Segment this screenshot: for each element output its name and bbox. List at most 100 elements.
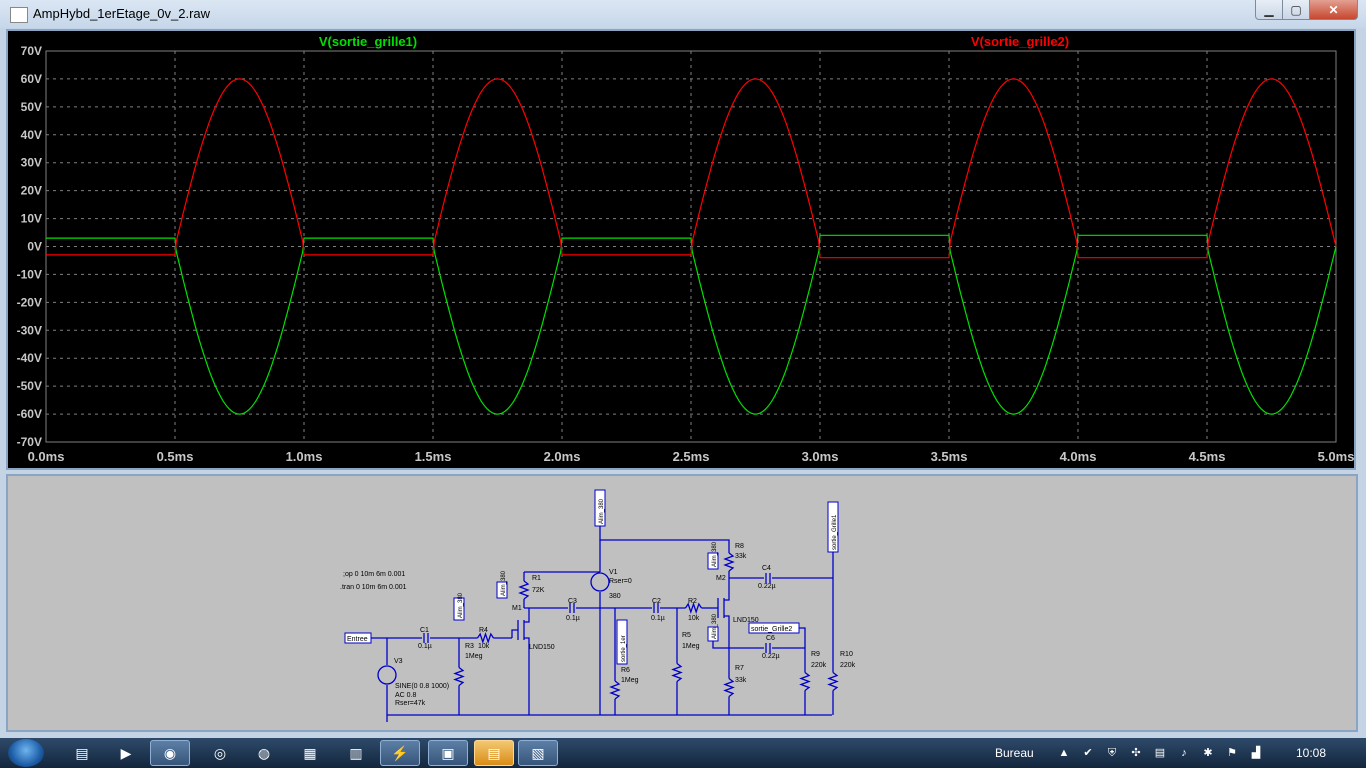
net-flag-sortie-1er [616, 619, 628, 665]
chevron-up-icon[interactable]: ▲ [1058, 747, 1070, 759]
label-c4: C4 [762, 565, 771, 572]
wire [724, 578, 730, 601]
network-taskbar-icon[interactable]: ◎ [213, 744, 227, 761]
check-icon[interactable]: ✔ [1083, 747, 1093, 759]
x-tick-label: 5.0ms [1318, 449, 1354, 464]
label-c2v: 0.1µ [651, 615, 665, 622]
label-r4: R4 [479, 627, 488, 634]
label-r1: R1 [532, 575, 541, 582]
taskbar: ▤ ▶ ◉ ◎ ◍ ▦ ▥ ⚡ ▣ ▤ ▧ Bureau ▲ ✔ ⛨ ✣ ▤ ♪… [0, 738, 1366, 768]
media-player-taskbar-icon[interactable]: ▶ [120, 744, 132, 761]
y-tick-label: -40V [17, 351, 42, 365]
resistor-r2 [684, 601, 703, 615]
desktop-toolbar-label[interactable]: Bureau [995, 746, 1034, 760]
resistor-r4 [476, 631, 495, 645]
net-flag-sortie-grille2-text: sortie_Grille2 [751, 626, 792, 633]
x-tick-label: 2.0ms [544, 449, 581, 464]
explorer-taskbar-icon[interactable]: ▤ [75, 744, 89, 761]
label-r9v: 220k [811, 662, 827, 669]
label-r3v: 1Meg [465, 653, 483, 660]
trace-label-2: V(sortie_grille2) [971, 34, 1069, 49]
clock[interactable]: 10:08 [1296, 746, 1327, 760]
globe-taskbar-icon[interactable]: ◍ [257, 744, 271, 761]
label-c1: C1 [420, 627, 429, 634]
wire [511, 629, 518, 638]
firefox-taskbar-icon[interactable]: ◉ [150, 740, 190, 766]
y-tick-label: 20V [21, 184, 42, 198]
remote-desktop-taskbar-icon[interactable]: ▣ [428, 740, 468, 766]
net-flag-entree-text: Entree [347, 636, 368, 643]
label-v1-rser: Rser=0 [609, 578, 632, 585]
clipboard-icon[interactable]: ▤ [1154, 747, 1166, 759]
y-tick-label: -60V [17, 407, 42, 421]
resistor-r6 [609, 680, 621, 700]
label-c3v: 0.1µ [566, 615, 580, 622]
pdf-taskbar-icon[interactable]: ▧ [518, 740, 558, 766]
x-tick-label: 1.5ms [415, 449, 452, 464]
net-flag-alim-top-text: Alim_380 [599, 498, 605, 524]
shield-icon[interactable]: ⛨ [1107, 747, 1117, 759]
label-v3-src: SINE(0 0.8 1000) [395, 683, 449, 690]
label-v1-val: 380 [609, 593, 621, 600]
wire [524, 637, 530, 715]
antivirus-icon[interactable]: ✣ [1131, 747, 1141, 759]
x-tick-label: 0.5ms [157, 449, 194, 464]
x-tick-label: 4.5ms [1189, 449, 1226, 464]
wire [724, 615, 730, 660]
label-r10: R10 [840, 651, 853, 658]
label-c3: C3 [568, 598, 577, 605]
label-c6: C6 [766, 635, 775, 642]
y-tick-label: 0V [27, 240, 42, 254]
label-v1: V1 [609, 569, 618, 576]
ltspice-taskbar-icon[interactable]: ⚡ [380, 740, 420, 766]
bluetooth-icon[interactable]: ✱ [1203, 747, 1213, 759]
volume-icon[interactable]: ♪ [1181, 747, 1187, 759]
folder-taskbar-icon[interactable]: ▤ [474, 740, 514, 766]
label-r2: R2 [688, 598, 697, 605]
resistor-r8 [723, 552, 735, 572]
y-tick-label: 50V [21, 100, 42, 114]
label-r8v: 33k [735, 553, 747, 560]
label-v3-ac: AC 0.8 [395, 692, 417, 699]
label-r3: R3 [465, 643, 474, 650]
resistor-r7 [723, 677, 735, 698]
label-r6: R6 [621, 667, 630, 674]
y-tick-label: -20V [17, 295, 42, 309]
resistor-r3 [453, 666, 465, 687]
label-r7: R7 [735, 665, 744, 672]
spice-directive-tran: .tran 0 10m 6m 0.001 [340, 584, 407, 591]
label-r10v: 220k [840, 662, 856, 669]
flag-icon[interactable]: ⚑ [1227, 747, 1237, 759]
waveform-app-icon [10, 7, 28, 23]
resistor-r10 [827, 671, 839, 692]
net-flag-alim-r1 [496, 581, 508, 599]
net-flag-alim-r7-text: Alim_380 [712, 613, 718, 639]
y-tick-label: 70V [21, 44, 42, 58]
y-tick-label: 10V [21, 212, 42, 226]
series-line-1 [46, 234, 1337, 415]
start-button[interactable] [8, 739, 44, 767]
label-r5: R5 [682, 632, 691, 639]
minimize-button[interactable]: ▁ [1255, 0, 1283, 20]
close-button[interactable]: ✕ [1309, 0, 1358, 20]
title-bar[interactable]: AmpHybd_1erEtage_0v_2.raw ▁ ▢ ✕ [0, 0, 1366, 28]
x-tick-label: 4.0ms [1060, 449, 1097, 464]
label-m2: M2 [716, 575, 726, 582]
y-tick-label: -30V [17, 323, 42, 337]
label-c4v: 0.22µ [758, 583, 776, 590]
x-tick-label: 1.0ms [286, 449, 323, 464]
maximize-button[interactable]: ▢ [1282, 0, 1310, 20]
label-r2v: 10k [688, 615, 700, 622]
net-flag-alim-r8-text: Alim_380 [712, 541, 718, 567]
calculator-taskbar-icon[interactable]: ▥ [349, 744, 363, 761]
label-m1: M1 [512, 605, 522, 612]
label-r1v: 72K [532, 587, 545, 594]
wire [799, 627, 806, 648]
document-taskbar-icon[interactable]: ▦ [303, 744, 317, 761]
signal-icon[interactable]: ▟ [1251, 747, 1261, 759]
